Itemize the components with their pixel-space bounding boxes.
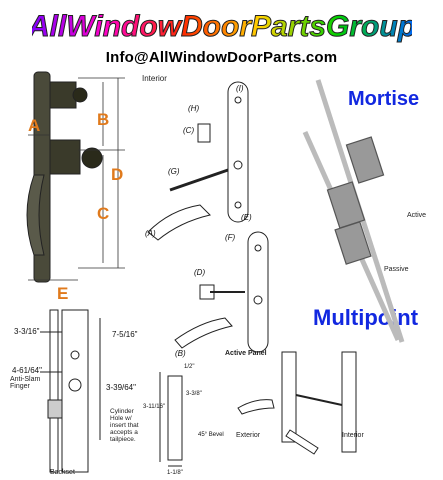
dim-45-bevel: 45° Bevel (198, 432, 224, 438)
dim-1-1-8: 1-1/8" (167, 470, 183, 476)
part-b: (B) (175, 349, 186, 358)
part-h: (H) (188, 104, 200, 113)
multipoint-lock-drawing (302, 79, 405, 343)
mortise-body-drawing (40, 309, 101, 473)
exploded-bottom-right (237, 351, 357, 455)
active-label: Active (407, 212, 427, 219)
part-i: (I) (236, 84, 244, 93)
part-e: (E) (241, 213, 252, 222)
contact-email[interactable]: Info@AllWindowDoorParts.com (105, 49, 338, 66)
handleset-drawing (26, 71, 103, 283)
part-f: (F) (225, 233, 236, 242)
cylinder-note: Cylinder Hole w/ insert that accepts a t… (110, 408, 139, 443)
dim-1-2: 1/2" (184, 364, 195, 370)
dim-3-11-16: 3-11/16" (143, 404, 166, 410)
interior-top-label: Interior (142, 74, 167, 83)
dim-a: A (28, 116, 41, 135)
dimension-lines (28, 77, 125, 281)
interior-bottom-label: Interior (342, 432, 364, 439)
exploded-lever-middle (174, 231, 269, 353)
exterior-label: Exterior (236, 432, 261, 439)
dim-c: C (97, 204, 110, 223)
part-g: (G) (168, 167, 180, 176)
part-a: (A) (145, 229, 156, 238)
dim-3-39-64: 3-39/64" (106, 383, 136, 392)
strike-drawing (159, 372, 183, 467)
mortise-label: Mortise (348, 88, 420, 110)
dim-3-3-16: 3-3/16" (14, 327, 40, 336)
part-c: (C) (183, 126, 195, 135)
part-d: (D) (194, 268, 206, 277)
multipoint-label: Multipoint (313, 305, 419, 330)
dim-b: B (97, 110, 110, 129)
brand-logo: AllWindowDoorPartsGroup (32, 10, 412, 44)
dim-3-3-8: 3-3/8" (186, 391, 202, 397)
logo-text: AllWindowDoorPartsGroup (32, 10, 412, 43)
passive-label: Passive (384, 266, 409, 273)
exploded-lever-top (147, 81, 249, 241)
dim-e: E (57, 284, 69, 303)
anti-slam-label: Anti-Slam Finger (10, 376, 41, 390)
dim-d: D (111, 165, 124, 184)
dim-7-5-16: 7-5/16" (112, 330, 138, 339)
active-panel-label: Active Panel (225, 350, 267, 357)
backset-label: Backset (50, 469, 75, 476)
dim-4-61-64: 4-61/64" (12, 366, 42, 375)
